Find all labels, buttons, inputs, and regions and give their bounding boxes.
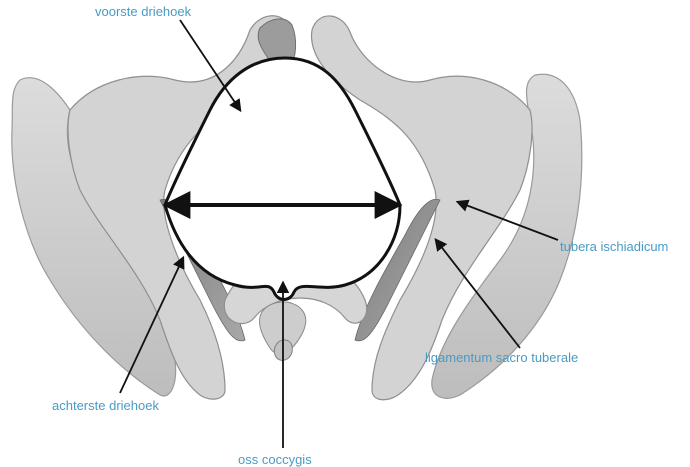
pointer-voorste-driehoek <box>179 19 242 113</box>
label-achterste-driehoek: achterste driehoek <box>52 398 159 413</box>
label-oss-coccygis: oss coccygis <box>238 452 312 467</box>
left-hip-bone <box>67 15 291 400</box>
label-tubera-ischiadicum: tubera ischiadicum <box>560 239 669 254</box>
label-voorste-driehoek: voorste driehoek <box>95 4 192 19</box>
left-iliac-wing <box>11 77 177 397</box>
pointer-achterste-driehoek <box>119 255 185 394</box>
pointer-ligamentum-sacro-tuberale <box>434 238 521 349</box>
right-hip-bone <box>310 15 533 401</box>
label-ligamentum-sacro-tuberale: ligamentum sacro tuberale <box>425 350 579 365</box>
pointer-tubera-ischiadicum <box>455 199 559 241</box>
right-iliac-wing <box>431 73 583 399</box>
right-sacrotuberous-ligament <box>354 198 441 342</box>
